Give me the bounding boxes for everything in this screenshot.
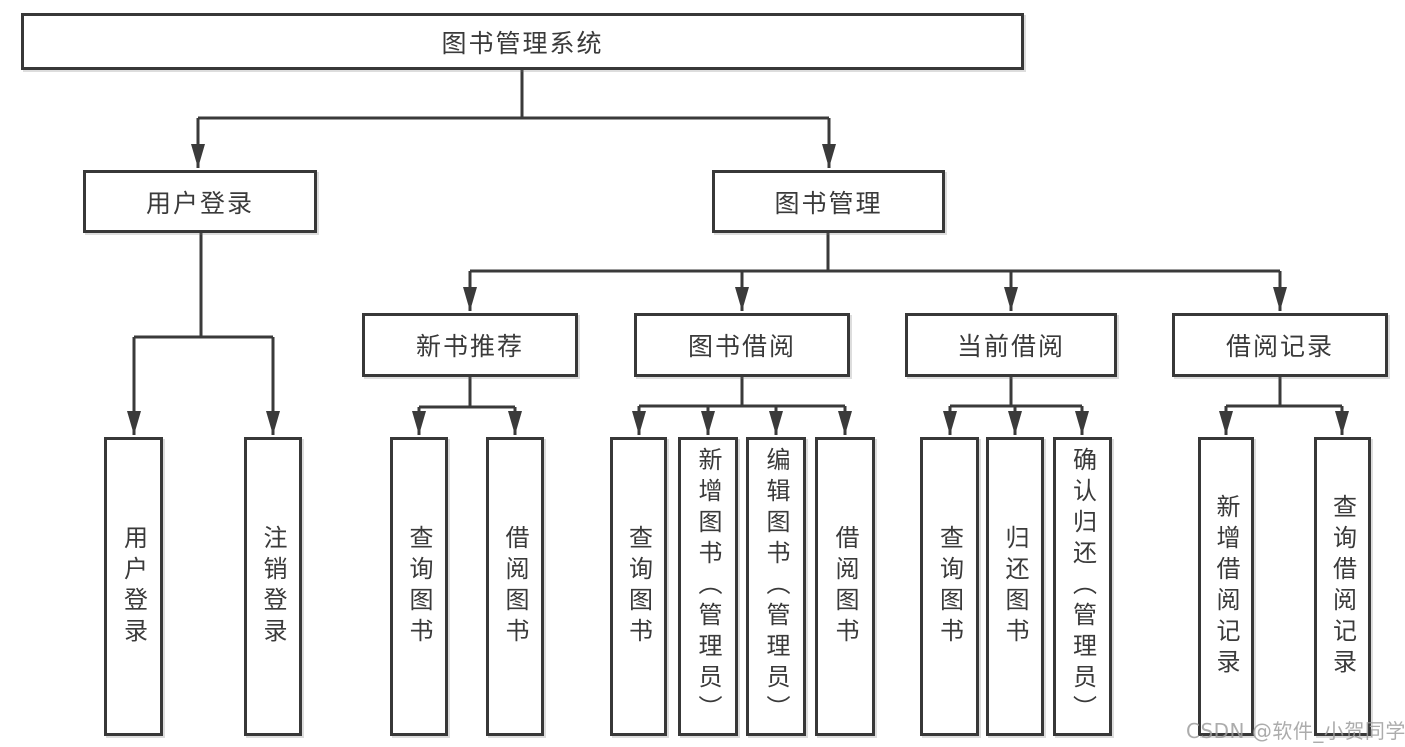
leaf-borrow-books-recommend-label: 借阅图书	[501, 524, 529, 649]
node-borrow-records-label: 借阅记录	[1225, 332, 1334, 361]
leaf-add-borrow-record: 新增借阅记录	[1198, 437, 1254, 736]
leaf-query-books-current-label: 查询图书	[935, 524, 964, 649]
leaf-user-login: 用户登录	[104, 437, 163, 736]
node-current-borrow: 当前借阅	[905, 313, 1117, 377]
leaf-edit-book-admin-label: 编辑图书（管理员）	[762, 447, 790, 726]
leaf-return-books: 归还图书	[986, 437, 1044, 736]
leaf-return-books-label: 归还图书	[1001, 524, 1029, 649]
node-book-management: 图书管理	[712, 170, 945, 233]
leaf-confirm-return-admin-label: 确认归还（管理员）	[1068, 447, 1097, 726]
leaf-borrow-books: 借阅图书	[815, 437, 875, 736]
leaf-query-books-borrow-label: 查询图书	[624, 524, 653, 649]
node-root-library-management-system: 图书管理系统	[21, 13, 1024, 70]
node-root-label: 图书管理系统	[441, 28, 604, 58]
node-book-borrow: 图书借阅	[634, 313, 850, 377]
leaf-logout-label: 注销登录	[259, 524, 287, 649]
node-current-borrow-label: 当前借阅	[956, 332, 1065, 361]
node-book-borrow-label: 图书借阅	[687, 332, 796, 361]
node-borrow-records: 借阅记录	[1172, 313, 1388, 377]
leaf-query-books-recommend-label: 查询图书	[405, 524, 433, 649]
leaf-add-book-admin-label: 新增图书（管理员）	[694, 447, 722, 726]
leaf-confirm-return-admin: 确认归还（管理员）	[1053, 437, 1112, 736]
leaf-logout: 注销登录	[244, 437, 302, 736]
node-user-login-label: 用户登录	[145, 188, 254, 218]
node-new-book-recommend-label: 新书推荐	[415, 332, 524, 361]
leaf-query-books-recommend: 查询图书	[390, 437, 448, 736]
csdn-watermark: CSDN @软件_小贺同学	[1186, 719, 1405, 743]
leaf-query-books-borrow: 查询图书	[610, 437, 667, 736]
leaf-edit-book-admin: 编辑图书（管理员）	[746, 437, 806, 736]
leaf-query-borrow-record-label: 查询借阅记录	[1328, 493, 1357, 680]
leaf-user-login-label: 用户登录	[119, 524, 148, 649]
node-book-management-label: 图书管理	[774, 188, 883, 218]
leaf-add-borrow-record-label: 新增借阅记录	[1212, 493, 1240, 680]
leaf-query-borrow-record: 查询借阅记录	[1314, 437, 1371, 736]
leaf-borrow-books-recommend: 借阅图书	[486, 437, 544, 736]
leaf-add-book-admin: 新增图书（管理员）	[678, 437, 738, 736]
leaf-query-books-current: 查询图书	[920, 437, 979, 736]
node-new-book-recommend: 新书推荐	[362, 313, 578, 377]
node-user-login: 用户登录	[83, 170, 317, 233]
leaf-borrow-books-label: 借阅图书	[831, 524, 859, 649]
